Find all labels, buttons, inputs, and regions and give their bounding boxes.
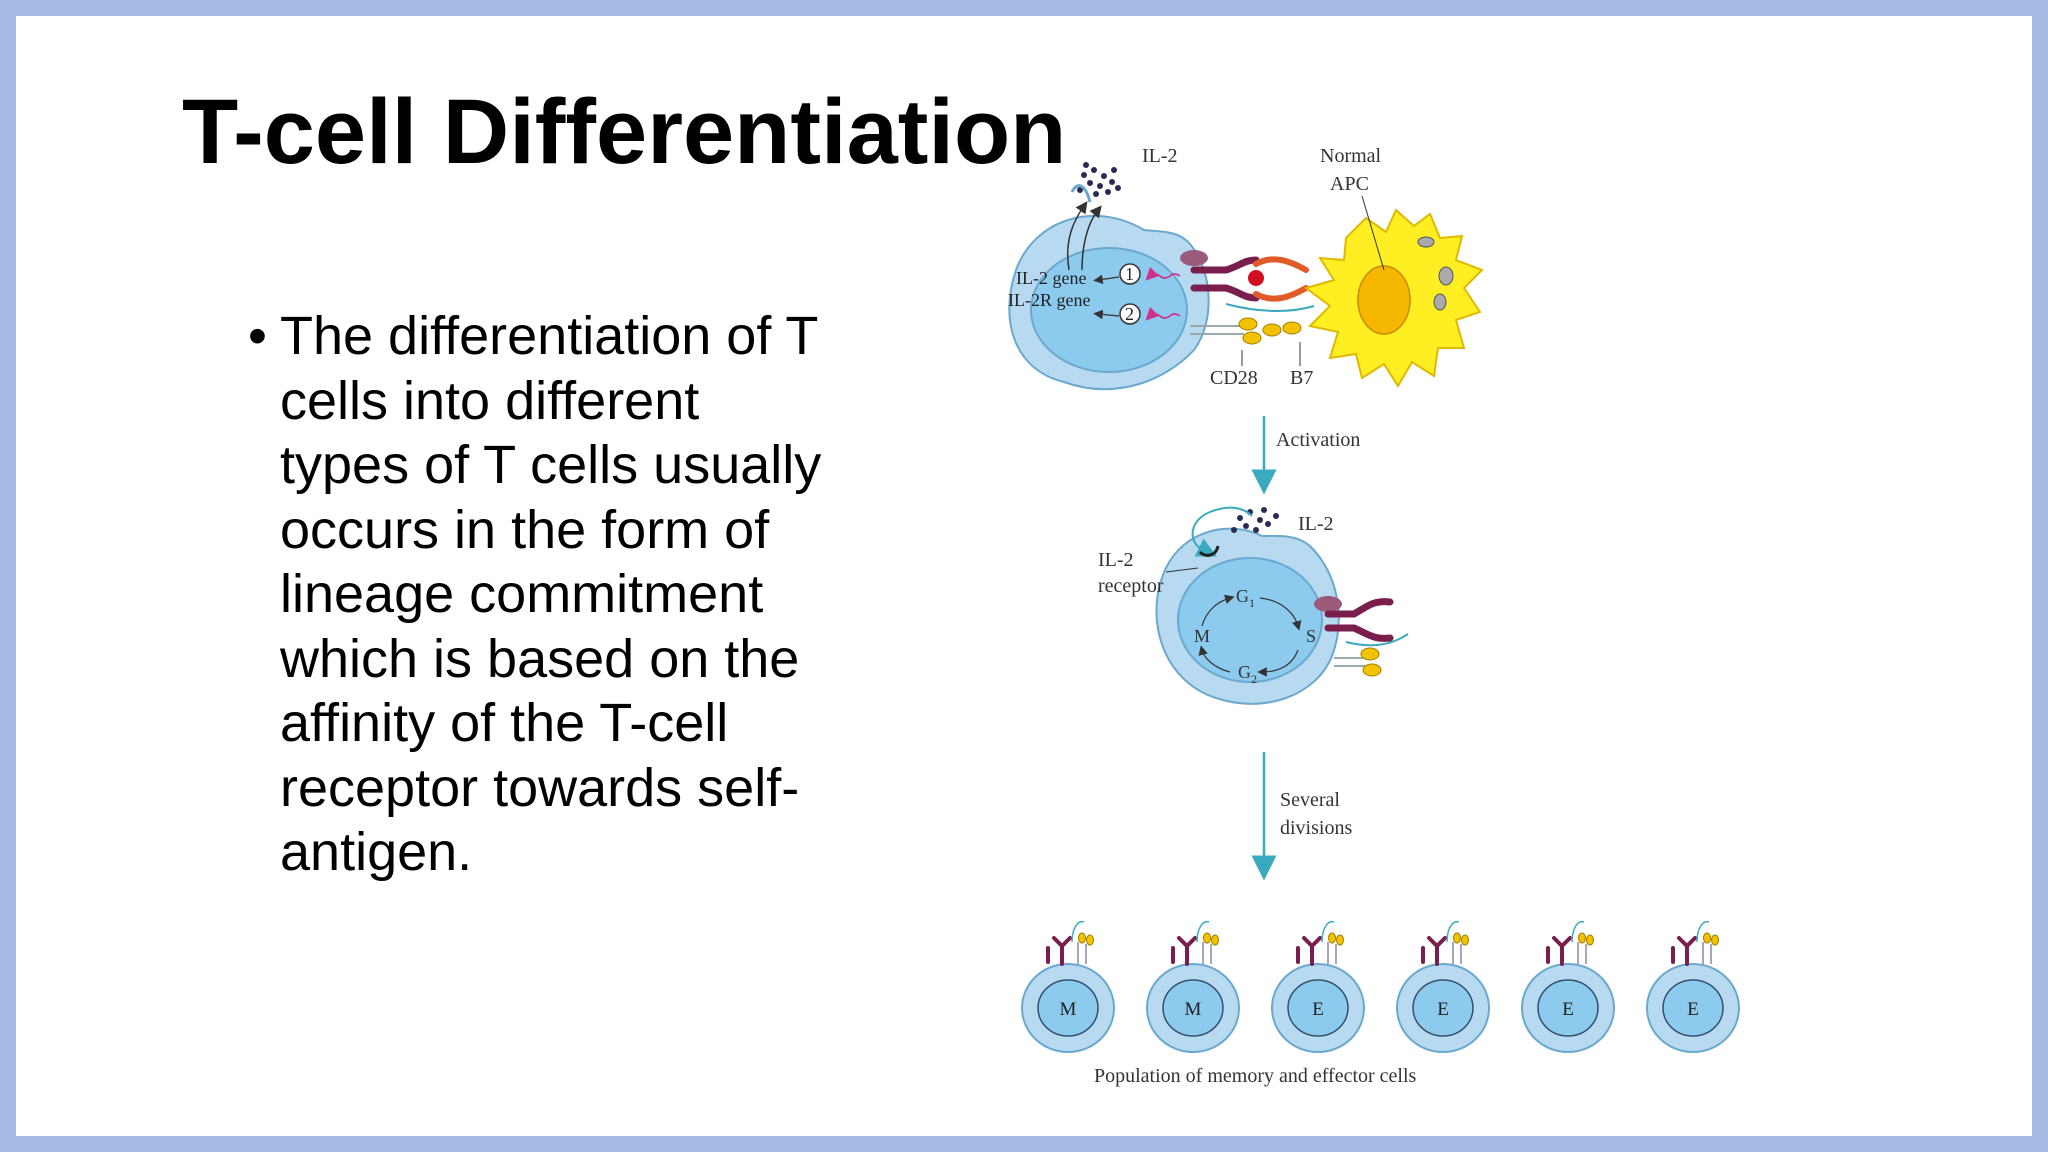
tcr-mhc-complex bbox=[1180, 250, 1315, 366]
population-cell: M bbox=[1146, 920, 1240, 1053]
population-cell: E bbox=[1521, 920, 1615, 1053]
slide: T-cell Differentiation • The differentia… bbox=[16, 16, 2032, 1136]
population-cell-label: E bbox=[1687, 999, 1699, 1020]
normal-apc bbox=[1303, 195, 1484, 388]
t-cell-activation-diagram: IL-2 gene IL-2R gene 1 2 bbox=[994, 120, 1794, 1136]
population-cell-label: E bbox=[1312, 999, 1324, 1020]
label-normal: Normal bbox=[1320, 145, 1382, 167]
step-2: 2 bbox=[1125, 304, 1134, 324]
label-cd28: CD28 bbox=[1210, 367, 1258, 389]
label-activation: Activation bbox=[1276, 429, 1360, 451]
label-il2-top: IL-2 bbox=[1142, 145, 1178, 167]
bullet-dot: • bbox=[248, 306, 267, 366]
bullet-point: • The differentiation of T cells into di… bbox=[248, 304, 840, 885]
population-cell: M bbox=[1021, 920, 1115, 1053]
label-m: M bbox=[1194, 626, 1210, 646]
bullet-text: The differentiation of T cells into diff… bbox=[280, 306, 822, 882]
label-il2-mid: IL-2 bbox=[1298, 513, 1334, 535]
population-cell-label: M bbox=[1185, 999, 1202, 1020]
label-il2-receptor-2: receptor bbox=[1098, 575, 1164, 597]
population-cell-label: E bbox=[1562, 999, 1574, 1020]
population-cell-label: E bbox=[1437, 999, 1449, 1020]
label-il2-receptor-1: IL-2 bbox=[1098, 549, 1134, 571]
activated-t-cell: IL-2 gene IL-2R gene 1 2 bbox=[1008, 162, 1210, 391]
population-cell: E bbox=[1396, 920, 1490, 1053]
il2-molecules-top bbox=[1077, 162, 1121, 197]
label-g1: G1 bbox=[1236, 586, 1255, 610]
population-cell-label: M bbox=[1060, 999, 1077, 1020]
label-population: Population of memory and effector cells bbox=[1094, 1065, 1417, 1087]
population-cell: E bbox=[1646, 920, 1740, 1053]
step-1: 1 bbox=[1125, 264, 1134, 284]
label-b7: B7 bbox=[1290, 367, 1313, 389]
label-apc: APC bbox=[1330, 173, 1369, 195]
label-il2-gene: IL-2 gene bbox=[1016, 268, 1086, 288]
label-several: Several bbox=[1280, 789, 1340, 811]
label-il2r-gene: IL-2R gene bbox=[1008, 290, 1090, 310]
label-g2: G2 bbox=[1238, 662, 1257, 686]
proliferating-t-cell: G1 S G2 M bbox=[1155, 506, 1409, 705]
label-divisions: divisions bbox=[1280, 817, 1352, 839]
il2-molecules-mid bbox=[1231, 507, 1279, 533]
label-s: S bbox=[1306, 626, 1316, 646]
slide-title: T-cell Differentiation bbox=[182, 81, 1067, 172]
population-cell: E bbox=[1271, 920, 1365, 1053]
